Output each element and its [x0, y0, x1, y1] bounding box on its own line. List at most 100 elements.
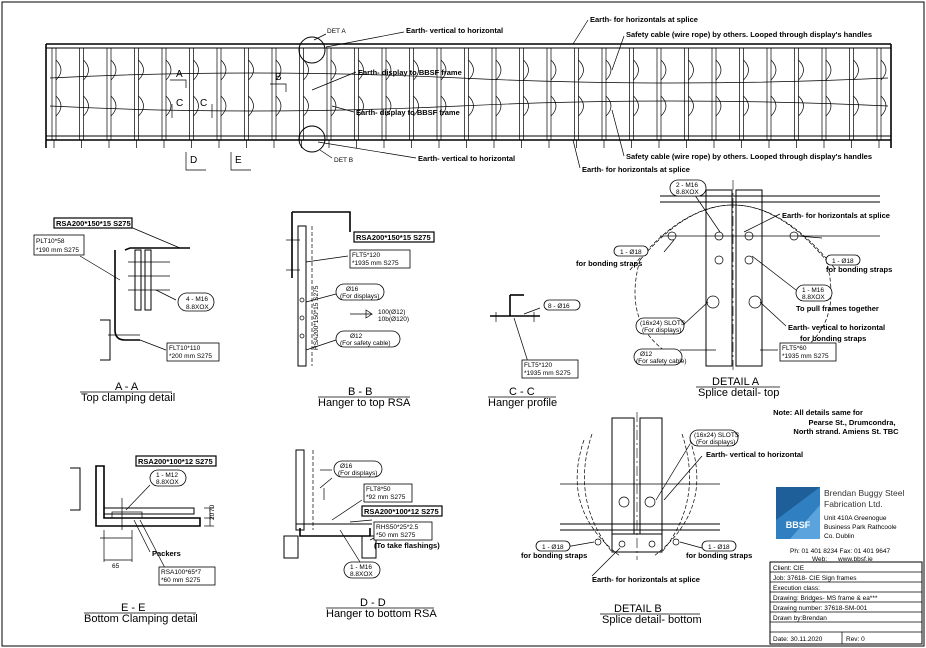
display-handle: [468, 59, 474, 117]
aa-title-1: A - A: [115, 381, 139, 393]
det-a-slots-1: (16x24) SLOTS: [640, 320, 686, 327]
hanger: [876, 47, 882, 141]
ee-title-1: E - E: [121, 602, 145, 614]
hanger: [656, 47, 662, 141]
det-a-earth-splice: Earth- for horizontals at splice: [782, 211, 890, 220]
safety-cable-label: Safety cable (wire rope) by others. Loop…: [626, 30, 872, 39]
display-handle: [248, 59, 254, 117]
bb-d16-1: Ø16: [346, 286, 359, 293]
ee-rsa2-1: RSA100*65*7: [161, 569, 201, 576]
det-a-pull-1: 1 - M16: [802, 287, 824, 294]
det-b-strap-right-1: 1 - Ø18: [708, 544, 730, 551]
bb-flt-1: FLT5*120: [352, 252, 380, 259]
det-a-bonding: for bonding straps: [800, 334, 866, 343]
det-a-strap-right-1: 1 - Ø18: [832, 258, 854, 265]
tb-client: Client: CIE: [773, 565, 805, 572]
hanger: [766, 47, 772, 141]
dd-flt-2: *92 mm S275: [366, 494, 406, 501]
display-handle: [880, 59, 887, 117]
det-b-strap-left-1: 1 - Ø18: [542, 544, 564, 551]
tb-job: Job: 37618- CIE Sign frames: [773, 575, 857, 582]
display-handle: [193, 59, 199, 117]
bb-vertical-rsa-label: RSA200*150*15 S275: [313, 285, 320, 350]
earth-vertical-horizontal-label: Earth- vertical to horizontal: [406, 26, 503, 35]
title-block: [769, 561, 923, 645]
section-bb-drawing: [286, 211, 374, 367]
hanger: [161, 47, 167, 141]
hanger: [546, 47, 552, 141]
hanger: [601, 47, 607, 141]
aa-flt-2: *200 mm S275: [169, 353, 212, 360]
company-name-2: Fabrication Ltd.: [824, 499, 883, 509]
aa-bolt-2: 8.8XOX: [186, 304, 209, 311]
tb-date: Date: 30.11.2020: [773, 636, 823, 643]
company-web-label: Web:: [812, 556, 827, 563]
bb-d12-2: (For safety cable): [340, 340, 391, 347]
hanger: [436, 47, 442, 141]
hanger: [106, 47, 112, 141]
earth-bbsf-label-2: Earth- display to BBSF frame: [356, 108, 460, 117]
display-handle: [770, 59, 777, 117]
section-cc-drawing: [490, 294, 541, 363]
hanger: [519, 47, 524, 141]
earth-splice-label: Earth- for horizontals at splice: [590, 15, 698, 24]
section-c-marker-2: C: [200, 98, 207, 109]
display-handle: [275, 59, 282, 117]
display-handle: [220, 59, 227, 117]
det-b-earth-splice: Earth- for horizontals at splice: [592, 575, 700, 584]
dd-bolt-2: 8.8XOX: [350, 571, 373, 578]
ee-packers: Packers: [152, 549, 181, 558]
display-handle: [550, 59, 557, 117]
det-a-flt-1: FLT5*60: [782, 345, 807, 352]
display-handle: [440, 59, 447, 117]
earth-vertical-horizontal-bottom-label: Earth- vertical to horizontal: [418, 154, 515, 163]
hanger: [299, 47, 304, 141]
hanger: [409, 47, 414, 141]
det-a-strap-left-2: for bonding straps: [576, 259, 642, 268]
section-ee-drawing: [70, 465, 214, 569]
earth-splice-bottom-label: Earth- for horizontals at splice: [582, 165, 690, 174]
hanger: [464, 47, 469, 141]
cc-title-1: C - C: [509, 386, 535, 398]
display-handle: [138, 59, 144, 117]
company-phone: Ph: 01 401 8234 Fax: 01 401 9647: [790, 548, 890, 555]
display-handle: [330, 59, 337, 117]
aa-flt-1: FLT10*110: [169, 345, 201, 352]
display-handle: [660, 59, 667, 117]
note-line-2: Pearse St., Drumcondra,: [808, 418, 895, 427]
company-web: www.bbsf.ie: [837, 556, 873, 563]
dd-rhs-2: *50 mm S275: [376, 532, 416, 539]
display-handle: [523, 59, 529, 117]
dd-title-2: Hanger to bottom RSA: [326, 608, 437, 620]
logo-text: BBSF: [786, 520, 811, 530]
aa-bolt-1: 4 - M16: [186, 296, 208, 303]
det-b-slots-2: (For displays): [696, 439, 735, 446]
dd-bolt-1: 1 - M16: [350, 564, 372, 571]
section-d-marker: D: [190, 155, 197, 166]
hanger: [79, 47, 84, 141]
tb-drawn-by: Drawn by:Brendan: [773, 615, 827, 622]
hanger: [849, 47, 854, 141]
ee-rsa2-2: *60 mm S275: [161, 577, 201, 584]
bb-d16-2: (For displays): [340, 293, 379, 300]
det-a-label: DET A: [327, 28, 346, 35]
frame-elevation: [45, 36, 892, 153]
cc-title-2: Hanger profile: [488, 397, 557, 409]
company-addr-2: Business Park Rathcoole: [824, 524, 897, 531]
note-line-1: Note: All details same for: [773, 408, 863, 417]
display-handle: [165, 59, 172, 117]
bb-rsa-label: RSA200*150*15 S275: [356, 233, 431, 242]
det-b-slots-1: (16x24) SLOTS: [694, 432, 740, 439]
det-a-title-1: DETAIL A: [712, 376, 760, 388]
display-handle: [385, 59, 392, 117]
hanger: [574, 47, 579, 141]
display-handle: [715, 59, 722, 117]
display-handle: [688, 59, 694, 117]
company-addr-1: Unit 410A Greenogue: [824, 515, 887, 522]
dd-rsa-label: RSA200*100*12 S275: [364, 507, 439, 516]
section-e-marker: E: [235, 155, 242, 166]
detail-b-drawing: [559, 412, 720, 577]
ee-dim-70: 70: [209, 504, 216, 512]
